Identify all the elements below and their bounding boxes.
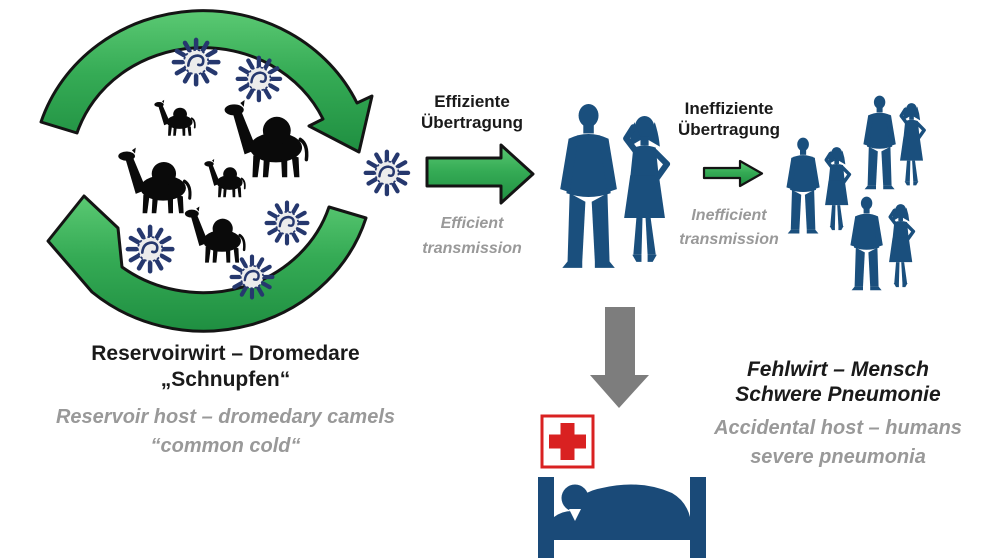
inefficient-label-en-line1: Inefficient [691,207,767,224]
hospital-red-cross-icon [540,414,595,469]
man-silhouette-icon [850,196,883,291]
reservoir-label-de-line1: Reservoirwirt – Dromedare [91,342,360,365]
cycle-arrow-bottom [46,194,368,333]
camel-cycle-arrows-icon [39,9,374,333]
reservoir-label-de: Reservoirwirt – Dromedare „Schnupfen“ [33,341,418,393]
camel-icon [153,98,196,137]
virus-icon [267,203,308,244]
reservoir-label-en: Reservoir host – dromedary camels “commo… [33,403,418,461]
man-silhouette-icon [863,95,896,190]
inefficient-label-de-line1: Ineffiziente [684,99,774,118]
reservoir-label-en-line2: “common cold“ [150,435,301,457]
inefficient-label-de-line2: Übertragung [678,120,780,139]
woman-silhouette-icon [823,145,852,232]
reservoir-label-en-line1: Reservoir host – dromedary camels [55,406,396,428]
efficient-transmission-label-en: Efficient transmission [404,211,540,261]
accidental-host-label-de: Fehlwirt – Mensch Schwere Pneumonie [708,357,968,407]
accidental-label-de-line1: Fehlwirt – Mensch [746,358,930,381]
human-crowd [786,95,926,291]
reservoir-label-de-line2: „Schnupfen“ [160,368,291,391]
cycle-arrow-top [39,9,374,154]
woman-silhouette-icon [898,101,926,188]
camel-icon [116,145,192,215]
camel-icon [203,157,246,199]
inefficient-transmission-arrow-icon [702,159,764,188]
efficient-label-de-line1: Effiziente [434,92,510,111]
virus-icon-spillover [366,152,408,194]
accidental-label-en-line2: severe pneumonia [750,446,926,468]
accidental-host-label-en: Accidental host – humans severe pneumoni… [700,414,976,472]
camel-icon [183,205,246,265]
efficient-transmission-label-de: Effiziente Übertragung [404,91,540,133]
inefficient-transmission-label-en: Inefficient transmission [656,204,802,252]
virus-icon [128,227,172,271]
efficient-label-en-line2: transmission [422,240,522,257]
accidental-label-de-line2: Schwere Pneumonie [735,383,941,406]
efficient-transmission-arrow-icon [425,143,535,205]
efficient-label-de-line2: Übertragung [421,113,523,132]
inefficient-label-en-line2: transmission [679,231,779,248]
infected-human-pair [560,104,667,268]
inefficient-transmission-label-de: Ineffiziente Übertragung [662,98,796,140]
camel-icon [222,98,309,180]
patient-in-bed-icon [538,477,706,558]
accidental-label-en-line1: Accidental host – humans [714,417,962,439]
woman-silhouette-icon [887,202,916,289]
hospitalization-arrow-icon [590,307,649,408]
efficient-label-en-line1: Efficient [440,215,504,232]
man-silhouette-icon [560,104,617,268]
